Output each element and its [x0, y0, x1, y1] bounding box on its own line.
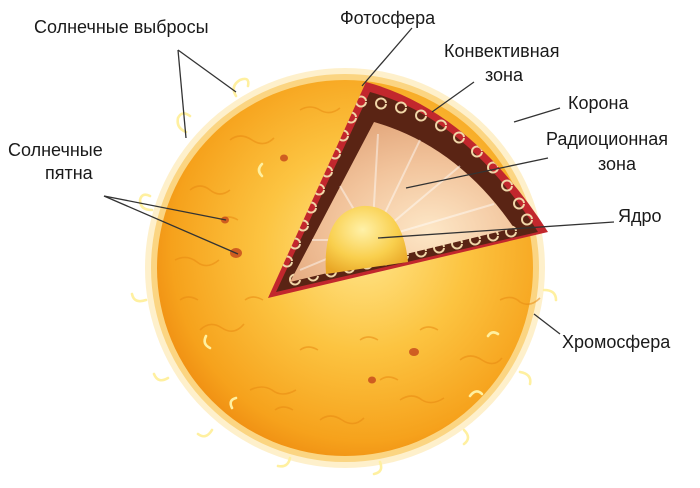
label-solar-flares: Солнечные выбросы [34, 17, 209, 37]
label-sunspots-line1: Солнечные [8, 140, 103, 160]
label-chromosphere: Хромосфера [562, 332, 671, 352]
label-core: Ядро [618, 206, 662, 226]
label-corona: Корона [568, 93, 629, 113]
granulation-texture [174, 106, 541, 425]
label-convective-zone-line2: зона [485, 65, 524, 85]
leader-lines [103, 27, 615, 335]
cutaway-wedge [268, 82, 548, 298]
label-sunspots-line2: пятна [45, 163, 93, 183]
label-photosphere: Фотосфера [340, 8, 436, 28]
label-radiative-zone-line2: зона [598, 154, 637, 174]
label-convective-zone-line1: Конвективная [444, 41, 560, 61]
label-radiative-zone-line1: Радиоционная [546, 129, 669, 149]
core [325, 205, 408, 274]
